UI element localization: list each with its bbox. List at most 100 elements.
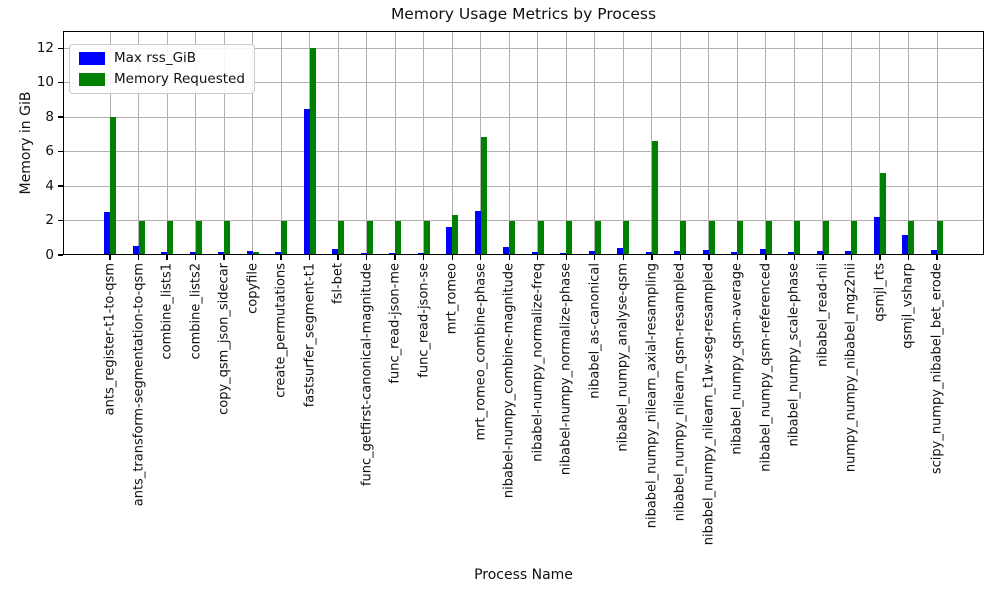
x-tick-label: scipy_numpy_nibabel_bet_erode: [929, 263, 945, 475]
y-tick-label: 10: [36, 74, 54, 91]
x-tick-label: nibabel-numpy_combine-magnitude: [501, 263, 517, 499]
bar-max-rss: [417, 252, 424, 255]
x-tick: [480, 255, 482, 260]
v-gridline: [394, 31, 396, 255]
bar-max-rss: [873, 217, 880, 255]
bar-max-rss: [189, 251, 196, 255]
x-tick: [422, 255, 425, 260]
y-tick: [58, 47, 63, 49]
bar-max-rss: [902, 235, 909, 255]
v-gridline: [765, 31, 767, 255]
v-gridline: [195, 31, 197, 255]
x-tick-label: func_read-json-me: [387, 263, 403, 384]
v-gridline: [622, 31, 624, 255]
bar-memory-requested: [110, 117, 116, 255]
bar-max-rss: [674, 250, 681, 255]
v-gridline: [223, 31, 225, 255]
bar-max-rss: [617, 248, 624, 255]
x-tick-label: ants_transform-segmentation-to-qsm: [131, 263, 147, 507]
x-tick: [451, 255, 453, 260]
bar-memory-requested: [138, 220, 145, 255]
bar-max-rss: [132, 245, 139, 255]
x-tick-label: nibabel-numpy_normalize-freq: [530, 263, 546, 462]
bar-memory-requested: [452, 215, 459, 255]
bar-memory-requested: [623, 220, 630, 255]
v-gridline: [423, 31, 425, 255]
x-tick: [109, 255, 111, 260]
bar-max-rss: [446, 227, 453, 255]
x-tick-label: func_getfirst-canonical-magnitude: [359, 263, 375, 487]
bar-max-rss: [503, 247, 510, 255]
x-tick: [337, 255, 339, 260]
x-tick: [879, 255, 881, 260]
bar-max-rss: [588, 250, 595, 255]
y-tick-label: 8: [45, 108, 54, 125]
bar-max-rss: [104, 211, 110, 255]
bar-memory-requested: [566, 220, 573, 255]
bar-memory-requested: [651, 141, 658, 255]
v-gridline: [451, 31, 453, 255]
bar-max-rss: [218, 251, 225, 255]
x-tick: [508, 255, 510, 260]
x-tick-label: mrt_romeo_combine-phase: [473, 263, 489, 441]
bar-memory-requested: [737, 220, 744, 255]
bar-max-rss: [560, 252, 567, 255]
v-gridline: [280, 31, 282, 255]
x-tick-label: nibabel_read-nii: [815, 263, 831, 367]
bar-memory-requested: [537, 220, 544, 255]
bar-memory-requested: [309, 48, 316, 255]
x-tick: [394, 255, 396, 260]
bar-max-rss: [931, 249, 937, 255]
x-tick-label: qsmjl_rts: [872, 263, 888, 322]
bar-memory-requested: [395, 220, 402, 255]
x-tick: [736, 255, 739, 260]
bar-memory-requested: [252, 251, 259, 255]
v-gridline: [252, 31, 254, 255]
bar-memory-requested: [765, 220, 772, 255]
bar-memory-requested: [366, 220, 373, 255]
bar-memory-requested: [879, 173, 886, 255]
v-gridline: [879, 31, 881, 255]
x-tick: [223, 255, 225, 260]
y-tick-label: 2: [45, 212, 54, 229]
y-tick-label: 6: [45, 143, 54, 160]
x-tick-label: combine_lists1: [159, 263, 175, 360]
x-tick: [137, 255, 140, 260]
bar-memory-requested: [338, 220, 345, 255]
h-gridline: [63, 151, 984, 153]
bar-memory-requested: [480, 136, 487, 255]
x-tick-label: nibabel_numpy_nilearn_t1w-seg-resampled: [701, 263, 717, 546]
v-gridline: [822, 31, 824, 255]
x-tick-label: nibabel_numpy_nilearn_qsm-resampled: [672, 263, 688, 522]
x-tick-label: mrt_romeo: [444, 263, 460, 335]
v-gridline: [166, 31, 168, 255]
y-tick: [58, 150, 63, 153]
y-tick: [58, 81, 63, 84]
x-tick: [850, 255, 853, 260]
legend: Max rss_GiB Memory Requested: [69, 44, 255, 94]
x-tick-label: ants_register-t1-to-qsm: [102, 263, 118, 416]
x-tick-label: copy_qsm_json_sidecar: [216, 263, 232, 415]
bar-max-rss: [788, 252, 795, 255]
bar-max-rss: [531, 252, 538, 255]
x-tick: [651, 255, 653, 260]
x-tick: [793, 255, 796, 260]
x-tick: [679, 255, 682, 260]
x-tick-label: combine_lists2: [188, 263, 204, 360]
bar-memory-requested: [594, 220, 601, 255]
v-gridline: [679, 31, 681, 255]
chart-title: Memory Usage Metrics by Process: [390, 5, 657, 23]
bar-memory-requested: [908, 220, 915, 255]
x-tick-label: nibabel-numpy_normalize-phase: [558, 263, 574, 476]
v-gridline: [736, 31, 738, 255]
bar-memory-requested: [509, 220, 516, 255]
x-axis-label: Process Name: [474, 567, 573, 583]
x-tick-label: qsmjl_vsharp: [900, 263, 916, 349]
y-tick-label: 4: [45, 177, 54, 194]
x-tick-label: nibabel_as-canonical: [587, 263, 603, 399]
x-tick: [765, 255, 767, 260]
v-gridline: [138, 31, 140, 255]
x-tick-label: numpy_numpy_nibabel_mgz2nii: [843, 263, 859, 473]
bar-max-rss: [474, 211, 481, 255]
